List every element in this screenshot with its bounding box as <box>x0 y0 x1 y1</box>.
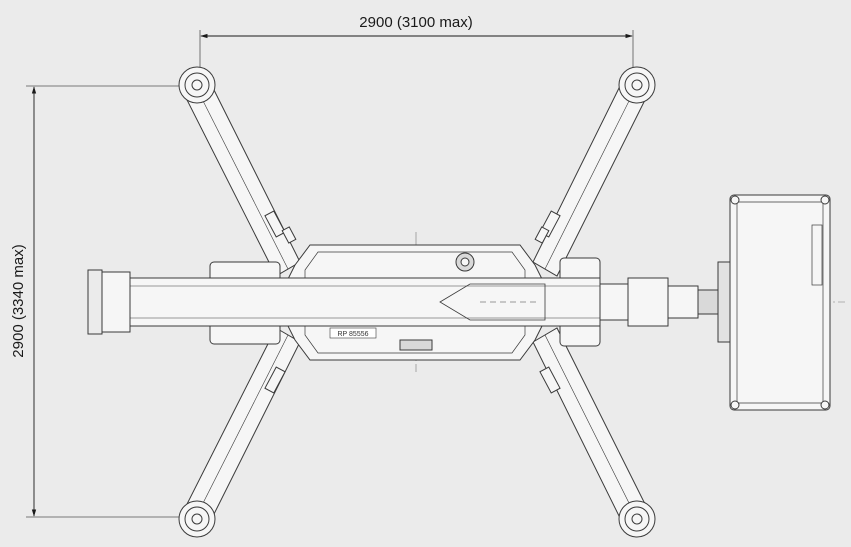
height-dimension-label: 2900 (3340 max) <box>10 244 27 357</box>
boom-arm <box>87 269 719 335</box>
work-platform-basket <box>717 194 831 411</box>
outrigger-front-right <box>532 77 650 277</box>
foot-pad-rear-right <box>618 500 656 538</box>
foot-pad-front-left <box>178 66 216 104</box>
foot-pad-rear-left <box>178 500 216 538</box>
height-dimension: 2900 (3340 max) <box>10 85 190 518</box>
outrigger-front-left <box>182 77 301 277</box>
outrigger-rear-left <box>182 327 301 527</box>
chassis-plate-text: RP 85556 <box>337 331 368 338</box>
width-dimension: 2900 (3100 max) <box>199 14 634 70</box>
width-dimension-label: 2900 (3100 max) <box>359 14 472 31</box>
foot-pad-front-right <box>618 66 656 104</box>
outrigger-rear-right <box>532 327 650 527</box>
